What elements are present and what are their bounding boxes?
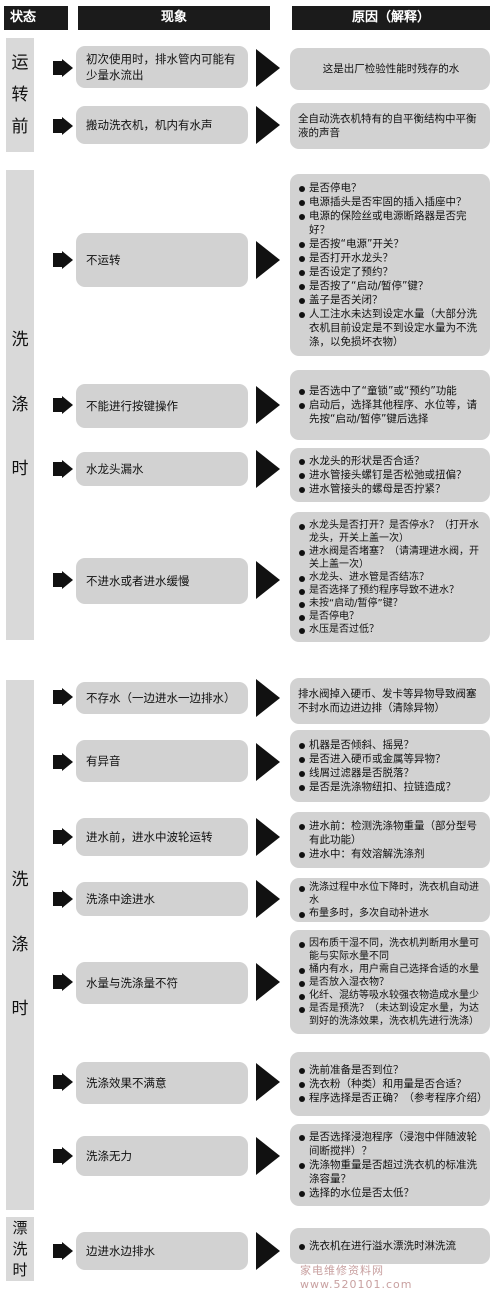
arrow-icon [256,561,280,599]
phenomenon-row-10: 水量与洗涤量不符 [76,962,248,1004]
row-marker [53,253,62,267]
section-before-operation: 运转前 [6,38,34,152]
arrow-icon [256,963,280,1001]
row-marker-arrow [62,59,73,77]
arrow-icon [256,1063,280,1101]
cause-row-0: 这是出厂检验性能时残存的水 [290,48,490,90]
phenomenon-row-5: 不进水或者进水缓慢 [76,558,248,604]
row-marker-arrow [62,460,73,478]
row-marker [53,755,62,769]
arrow-icon [256,1137,280,1175]
arrow-icon [256,818,280,856]
cause-row-4: 水龙头的形状是否合适？ 进水管接头螺钉是否松弛或扭偏？ 进水管接头的螺母是否拧紧… [290,448,490,502]
row-marker-arrow [62,396,73,414]
arrow-icon [256,49,280,87]
row-marker-arrow [62,571,73,589]
section-washing-2: 洗涤时 [6,680,34,1210]
phenomenon-row-0: 初次使用时，排水管内可能有少量水流出 [76,46,248,88]
cause-row-8: 进水前：检测洗涤物重量（部分型号有此功能） 进水中：有效溶解洗涤剂 [290,812,490,868]
cause-row-5: 水龙头是否打开？是否停水？（打开水龙头，开关上盖一次） 进水阀是否堵塞？（请清理… [290,512,490,642]
row-marker-arrow [62,117,73,135]
phenomenon-row-13: 边进水边排水 [76,1232,248,1270]
arrow-icon [256,106,280,144]
cause-row-2: 是否停电？ 电源插头是否牢固的插入插座中？ 电源的保险丝或电源断路器是否完好？ … [290,174,490,356]
row-marker [53,573,62,587]
row-marker [53,398,62,412]
phenomenon-row-2: 不运转 [76,233,248,287]
row-marker [53,119,62,133]
row-marker-arrow [62,828,73,846]
phenomenon-row-9: 洗涤中途进水 [76,882,248,916]
phenomenon-row-7: 有异音 [76,740,248,782]
row-marker [53,830,62,844]
cause-row-11: 洗前准备是否到位？ 洗衣粉（种类）和用量是否合适？ 程序选择是否正确？（参考程序… [290,1052,490,1116]
phenomenon-row-8: 进水前，进水中波轮运转 [76,818,248,856]
phenomenon-row-4: 水龙头漏水 [76,452,248,486]
row-marker [53,1149,62,1163]
row-marker-arrow [62,1242,73,1260]
row-marker [53,975,62,989]
header-cause: 原因（解释） [292,6,490,30]
arrow-icon [256,679,280,717]
row-marker-arrow [62,753,73,771]
phenomenon-row-12: 洗涤无力 [76,1136,248,1176]
cause-row-9: 洗涤过程中水位下降时，洗衣机自动进水 布量多时，多次自动补进水 [290,878,490,922]
arrow-icon [256,450,280,488]
arrow-icon [256,386,280,424]
cause-row-10: 因布质干湿不同，洗衣机判断用水量可能与实际水量不同 桶内有水，用户需自己选择合适… [290,930,490,1034]
row-marker-arrow [62,973,73,991]
section-rinsing: 漂洗时 [6,1217,34,1281]
row-marker [53,1075,62,1089]
arrow-icon [256,1232,280,1270]
cause-row-12: 是否选择浸泡程序（浸泡中伴随波轮间断搅拌）？ 洗涤物重量是否超过洗衣机的标准洗涤… [290,1124,490,1206]
arrow-icon [256,880,280,918]
phenomenon-row-6: 不存水（一边进水一边排水） [76,682,248,714]
cause-row-1: 全自动洗衣机特有的自平衡结构中平衡液的声音 [290,103,490,149]
phenomenon-row-11: 洗涤效果不满意 [76,1062,248,1104]
row-marker [53,1244,62,1258]
row-marker [53,690,62,704]
row-marker [53,462,62,476]
row-marker [53,892,62,906]
row-marker-arrow [62,1147,73,1165]
row-marker-arrow [62,1073,73,1091]
row-marker-arrow [62,251,73,269]
section-washing-1: 洗涤时 [6,170,34,640]
cause-row-13: 洗衣机在进行溢水漂洗时淋洗流 [290,1228,490,1264]
watermark: 家电维修资料网 www.520101.com [300,1264,413,1291]
header-status: 状态 [4,6,68,30]
row-marker [53,61,62,75]
cause-row-6: 排水阀掉入硬币、发卡等异物导致阀塞不封水而边进边排（清除异物） [290,678,490,724]
arrow-icon [256,241,280,279]
row-marker-arrow [62,890,73,908]
phenomenon-row-1: 搬动洗衣机，机内有水声 [76,106,248,144]
arrow-icon [256,743,280,781]
phenomenon-row-3: 不能进行按键操作 [76,384,248,428]
cause-row-3: 是否选中了“童锁”或“预约”功能 启动后，选择其他程序、水位等，请先按“启动/暂… [290,370,490,440]
row-marker-arrow [62,688,73,706]
cause-row-7: 机器是否倾斜、摇晃？ 是否进入硬币或金属等异物？ 线屑过滤器是否脱落？ 是否是洗… [290,730,490,802]
header-phenomenon: 现象 [78,6,270,30]
